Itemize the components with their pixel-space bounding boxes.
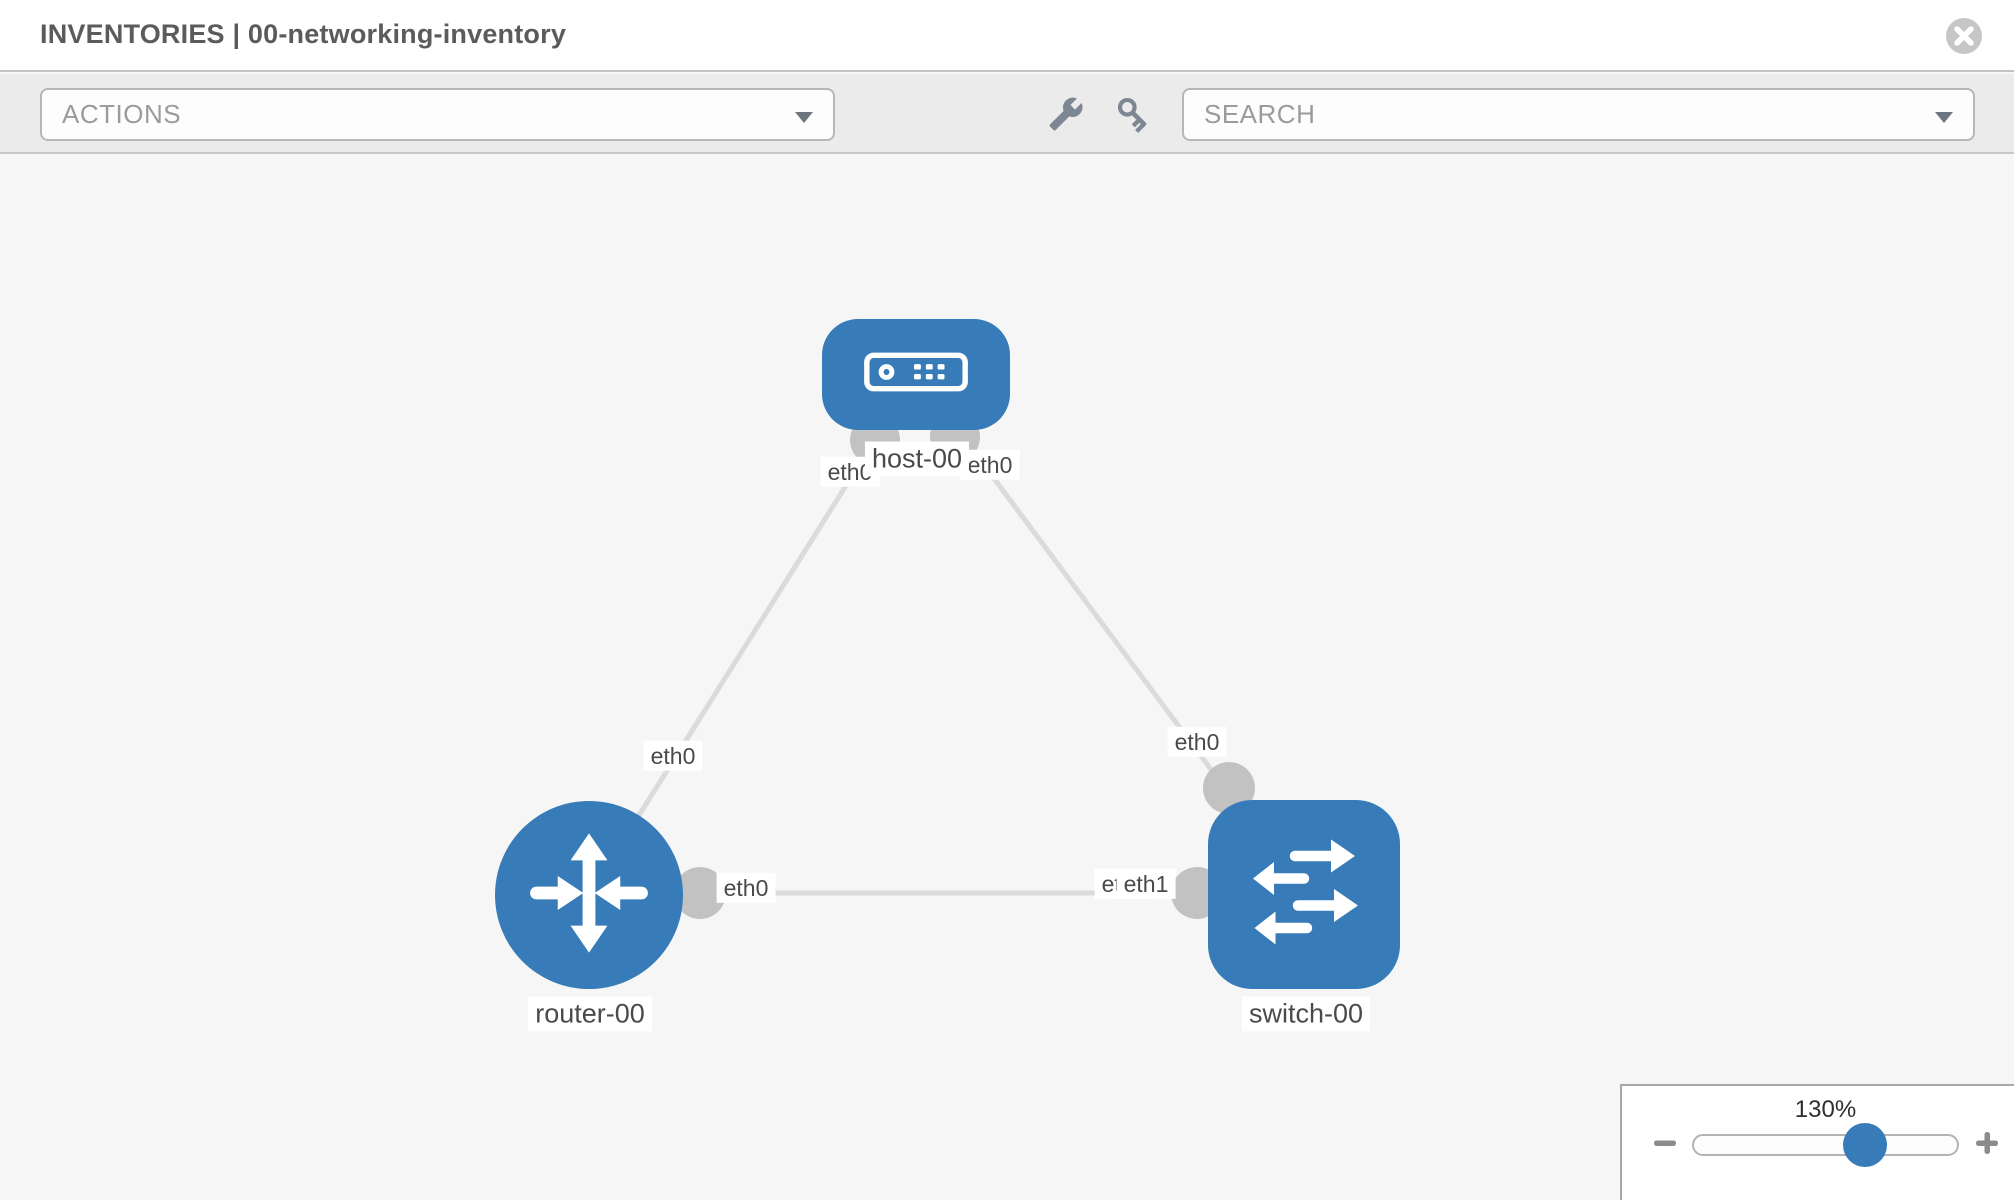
interface-label: eth0 (716, 872, 776, 904)
page-title: INVENTORIES | 00-networking-inventory (40, 19, 567, 49)
topology-links-layer (586, 372, 1307, 919)
zoom-slider-track[interactable] (1692, 1134, 1959, 1156)
interface-connector[interactable] (674, 867, 726, 919)
key-button[interactable] (1112, 94, 1156, 138)
host-icon (857, 342, 975, 407)
actions-select[interactable]: ACTIONS (40, 88, 835, 141)
tools-button[interactable] (1044, 94, 1088, 138)
minus-icon (1651, 1129, 1679, 1162)
interface-label: eth0 (643, 740, 703, 772)
router-icon (518, 822, 660, 969)
close-button[interactable] (1944, 16, 1984, 56)
node-router-00[interactable] (495, 801, 683, 989)
close-icon (1944, 18, 1984, 60)
plus-icon (1973, 1129, 2001, 1162)
chevron-down-icon (1935, 110, 1953, 128)
node-switch-00[interactable] (1208, 800, 1400, 989)
wrench-icon (1048, 96, 1084, 137)
node-label-switch: switch-00 (1241, 996, 1371, 1032)
toolbar: ACTIONS (0, 74, 2014, 154)
zoom-in-button[interactable] (1972, 1130, 2002, 1160)
zoom-level-label: 130% (1794, 1096, 1857, 1123)
header: INVENTORIES | 00-networking-inventory (0, 0, 2014, 72)
search-select[interactable]: SEARCH (1182, 88, 1975, 141)
interface-label: eth0 (960, 449, 1020, 481)
switch-icon (1229, 817, 1379, 972)
topology-canvas[interactable]: host-00 router-00 switch-00 eth0 eth0 et… (0, 156, 2014, 1200)
interface-label: eth1 (1116, 868, 1176, 900)
zoom-panel: 130% (1620, 1084, 2014, 1200)
key-icon (1115, 95, 1153, 138)
node-label-host: host-00 (864, 441, 970, 477)
actions-select-label: ACTIONS (62, 99, 182, 129)
interface-label: eth0 (1167, 726, 1227, 758)
node-host-00[interactable] (822, 319, 1010, 430)
chevron-down-icon (795, 110, 813, 128)
node-label-router: router-00 (528, 996, 652, 1032)
search-select-label: SEARCH (1204, 99, 1316, 129)
zoom-out-button[interactable] (1650, 1130, 1680, 1160)
zoom-slider-thumb[interactable] (1843, 1123, 1887, 1167)
